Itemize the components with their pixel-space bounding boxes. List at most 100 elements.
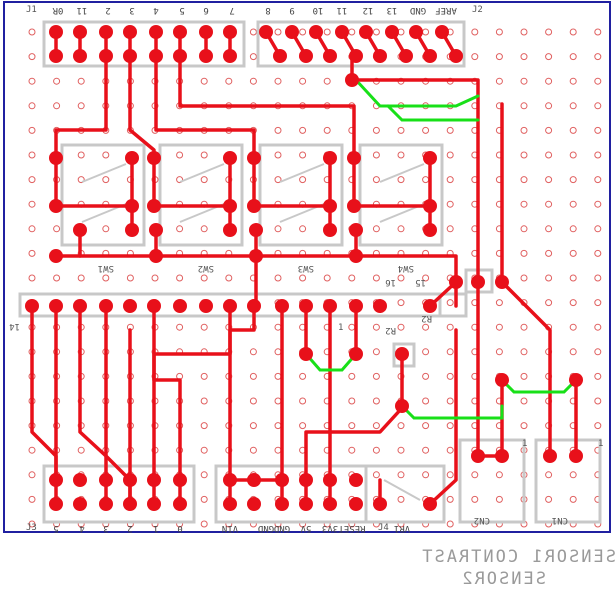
solder-pad bbox=[395, 347, 409, 361]
solder-pad bbox=[323, 199, 337, 213]
solder-pad bbox=[395, 399, 409, 413]
cn1-outline bbox=[534, 438, 602, 524]
board-hole bbox=[249, 397, 257, 405]
board-hole bbox=[520, 422, 528, 430]
board-hole bbox=[545, 495, 553, 503]
jumper-5 bbox=[500, 378, 578, 394]
board-hole bbox=[102, 225, 110, 233]
board-hole bbox=[200, 397, 208, 405]
board-hole bbox=[397, 495, 405, 503]
board-hole bbox=[299, 126, 307, 134]
solder-pad bbox=[423, 223, 437, 237]
board-hole bbox=[446, 151, 454, 159]
trace-common-rail bbox=[54, 254, 458, 308]
bottom-header-pin-label: 3V3 bbox=[322, 523, 338, 533]
small-component-2 bbox=[392, 342, 416, 368]
board-hole bbox=[446, 200, 454, 208]
misc-labels: 14 1 15 16 R2 R2 CN2 CN1 1 1 J1 J2 J3 J4 bbox=[9, 5, 603, 533]
board-hole bbox=[28, 28, 36, 36]
board-hole bbox=[299, 77, 307, 85]
solder-pad bbox=[349, 299, 363, 313]
solder-pad bbox=[323, 497, 337, 511]
board-hole bbox=[274, 151, 282, 159]
board-hole bbox=[569, 176, 577, 184]
solder-pad bbox=[323, 49, 337, 63]
board-hole bbox=[446, 520, 454, 528]
board-hole bbox=[545, 77, 553, 85]
board-hole bbox=[545, 126, 553, 134]
bottom-header-pin-label: GND bbox=[258, 523, 274, 533]
board-hole bbox=[102, 274, 110, 282]
board-hole bbox=[520, 372, 528, 380]
top-header-pin-label: 13 bbox=[387, 5, 398, 15]
solder-pad bbox=[471, 275, 485, 289]
board-hole bbox=[372, 323, 380, 331]
corner-j2-label: J2 bbox=[472, 5, 483, 15]
board-hole bbox=[446, 471, 454, 479]
board-hole bbox=[28, 446, 36, 454]
solder-pad bbox=[335, 25, 349, 39]
board-hole bbox=[569, 471, 577, 479]
solder-pad bbox=[147, 199, 161, 213]
board-hole bbox=[422, 274, 430, 282]
bottom-header-pin-label: 0 bbox=[177, 523, 182, 533]
board-hole bbox=[299, 422, 307, 430]
board-hole bbox=[176, 151, 184, 159]
switch-2-outline bbox=[158, 143, 244, 247]
cn2-pin1-label: 1 bbox=[522, 439, 527, 449]
top-header-pin-label: 6 bbox=[203, 5, 208, 15]
board-hole bbox=[422, 176, 430, 184]
board-hole bbox=[495, 471, 503, 479]
top-header-pin-label: 10 bbox=[313, 5, 324, 15]
board-hole bbox=[422, 348, 430, 356]
sw1-contact-a bbox=[81, 163, 127, 183]
solder-pad bbox=[125, 151, 139, 165]
bottom-header-pin-label: 4 bbox=[79, 523, 84, 533]
solder-pad bbox=[309, 25, 323, 39]
solder-pad bbox=[347, 151, 361, 165]
solder-pad bbox=[349, 347, 363, 361]
solder-pad bbox=[347, 199, 361, 213]
board-hole bbox=[520, 225, 528, 233]
board-hole bbox=[274, 446, 282, 454]
solder-pad bbox=[173, 473, 187, 487]
solder-pad bbox=[147, 299, 161, 313]
board-hole bbox=[569, 200, 577, 208]
u15-label: 15 bbox=[415, 277, 426, 287]
corner-j1-label: J1 bbox=[26, 5, 37, 15]
board-hole bbox=[53, 102, 61, 110]
sw3-label: SW3 bbox=[298, 263, 314, 273]
switch-3-outline bbox=[258, 143, 344, 247]
solder-pad bbox=[73, 223, 87, 237]
header-bottom-right-outline bbox=[214, 464, 368, 524]
board-hole bbox=[249, 446, 257, 454]
solder-pad bbox=[123, 49, 137, 63]
board-hole bbox=[200, 422, 208, 430]
solder-pad bbox=[223, 151, 237, 165]
ic-pin14-label: 14 bbox=[9, 321, 20, 331]
hole-grid bbox=[28, 28, 602, 528]
board-hole bbox=[594, 397, 602, 405]
solder-pad bbox=[435, 25, 449, 39]
solder-pad bbox=[373, 49, 387, 63]
board-hole bbox=[569, 151, 577, 159]
board-hole bbox=[274, 176, 282, 184]
board-hole bbox=[545, 28, 553, 36]
board-hole bbox=[569, 323, 577, 331]
solder-pad bbox=[199, 49, 213, 63]
board-hole bbox=[569, 249, 577, 257]
board-hole bbox=[323, 274, 331, 282]
board-hole bbox=[446, 348, 454, 356]
board-hole bbox=[594, 28, 602, 36]
corner-j4-label: J4 bbox=[378, 523, 389, 533]
board-hole bbox=[274, 126, 282, 134]
board-hole bbox=[77, 176, 85, 184]
board-hole bbox=[102, 176, 110, 184]
trace-hdr-3 bbox=[128, 30, 156, 208]
board-hole bbox=[594, 176, 602, 184]
board-hole bbox=[545, 274, 553, 282]
board-hole bbox=[274, 274, 282, 282]
solder-pad bbox=[373, 497, 387, 511]
board-hole bbox=[495, 495, 503, 503]
solder-pad bbox=[223, 473, 237, 487]
